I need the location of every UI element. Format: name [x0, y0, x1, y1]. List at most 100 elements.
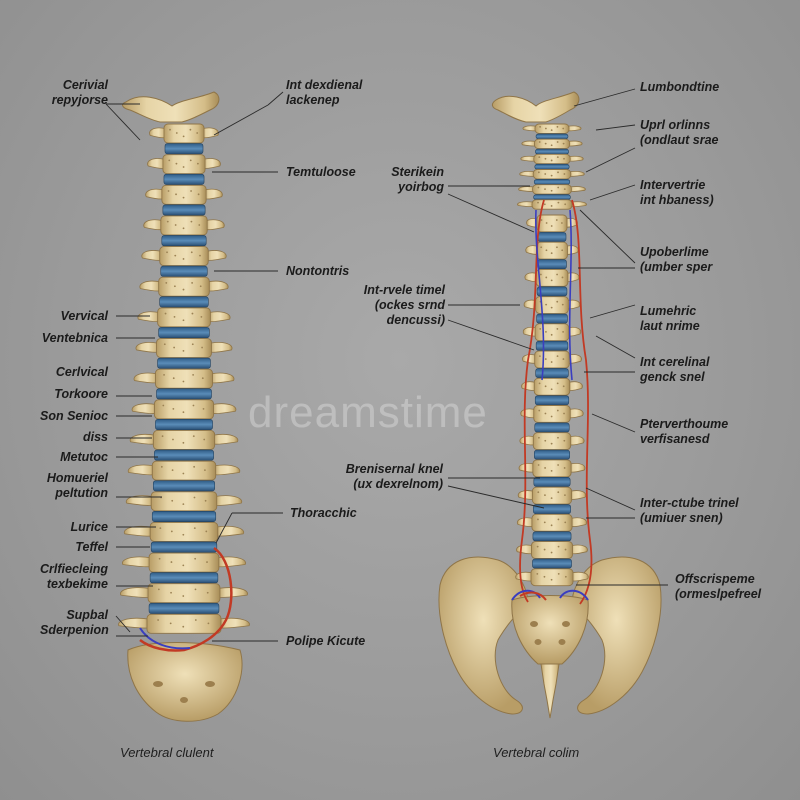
left-label-line: Supbal [66, 608, 108, 622]
left-process-left [149, 127, 167, 139]
right-label-line: int hbaness) [640, 193, 714, 207]
left-vertebra [158, 276, 210, 297]
right-label-line: Uprl orlinns [640, 118, 711, 132]
right-label-line: Offscrispeme [675, 572, 755, 586]
right-cervical-disc [533, 179, 571, 185]
right-disc [532, 531, 572, 542]
left-vertebra [162, 154, 206, 175]
right-cervical-process-left [517, 201, 535, 207]
right-label-line: Brenisernal knel [345, 462, 443, 476]
right-label-line: verfisanesd [640, 432, 710, 446]
left-disc [149, 572, 219, 584]
left-label-line: Int dexdienal [286, 78, 363, 92]
watermark: dreamstime [248, 388, 488, 437]
left-label: Vervical [40, 309, 109, 324]
left-label: Teffel [40, 540, 108, 555]
left-label-line: Vervical [60, 309, 109, 323]
right-vertebra [533, 377, 571, 396]
right-iliac-wing [571, 556, 662, 715]
left-disc [156, 388, 212, 400]
right-label-line: (ux dexrelnom) [353, 477, 443, 491]
left-disc [159, 296, 209, 308]
right-label-line: Inter-ctube trinel [640, 496, 739, 510]
left-label: Polipe Kicute [286, 634, 365, 649]
right-vertebra [531, 486, 573, 505]
right-vertebra [531, 513, 573, 532]
left-label: diss [40, 430, 108, 445]
right-process-right [570, 544, 588, 555]
right-label-line: Sterikein [391, 165, 444, 179]
left-disc [154, 449, 214, 461]
right-label-line: (ondlaut srae [640, 133, 719, 147]
left-label-line: Sderpenion [40, 623, 109, 637]
right-disc [536, 313, 568, 324]
left-disc [164, 143, 204, 155]
left-label-line: Nontontris [286, 264, 350, 278]
right-label: Inter-ctube trinel(umiuer snen) [640, 496, 739, 526]
left-process-left [145, 188, 165, 200]
left-process-left [127, 464, 155, 476]
right-disc [532, 558, 572, 569]
left-process-left [143, 219, 164, 231]
left-process-right [207, 311, 231, 322]
right-disc [537, 232, 567, 242]
right-disc [533, 504, 571, 515]
left-label-line: repyjorse [51, 93, 108, 107]
left-label: Ventebnica [40, 331, 108, 346]
right-label-line: Lumbondtine [640, 80, 720, 94]
left-disc [160, 265, 208, 277]
left-process-right [206, 280, 229, 292]
right-label-line: Int cerelinal [640, 355, 710, 369]
right-disc [534, 449, 570, 460]
right-label-line: Lumehric [640, 304, 697, 318]
right-vertebra [532, 459, 572, 478]
left-process-right [202, 158, 221, 169]
left-vertebra [157, 307, 211, 328]
right-process-right [569, 517, 588, 527]
left-label-line: Teffel [75, 540, 108, 554]
left-vertebra [146, 613, 222, 634]
right-vertebra [535, 296, 569, 314]
left-disc [162, 204, 206, 216]
left-process-right [216, 556, 247, 568]
left-label-line: Homueriel [46, 471, 108, 485]
coccyx [540, 663, 560, 719]
left-process-right [214, 495, 243, 506]
right-disc [537, 259, 567, 270]
left-process-left [118, 617, 150, 629]
right-cervical-vertebra [533, 153, 571, 165]
left-caption: Vertebral clulent [120, 745, 214, 760]
left-label: Lurice [40, 520, 108, 535]
right-sacrum [511, 595, 589, 665]
right-cervical-vertebra [533, 138, 571, 150]
left-vertebra [153, 399, 215, 420]
right-cervical-disc [535, 148, 569, 155]
left-vertebra [156, 338, 212, 358]
left-label-line: Torkoore [54, 387, 108, 401]
left-process-left [137, 311, 161, 322]
left-label-line: diss [82, 430, 108, 444]
right-process-left [516, 517, 535, 527]
right-label-line: laut nrime [640, 319, 700, 333]
leader-lines [105, 88, 668, 642]
right-process-left [515, 571, 534, 582]
left-label: Torkoore [40, 387, 108, 402]
right-process-left [516, 544, 534, 555]
left-disc [148, 602, 220, 614]
right-label-line: Upoberlime [640, 245, 709, 259]
left-process-right [209, 342, 233, 353]
right-vertebra [530, 568, 574, 587]
left-process-right [203, 188, 223, 200]
right-label-line: (umber sper [640, 260, 713, 274]
right-disc [533, 477, 571, 487]
right-label: Upoberlime(umber sper [640, 245, 712, 275]
left-disc [150, 541, 218, 553]
left-iliac-wing [438, 556, 529, 715]
left-vertebra [149, 521, 219, 542]
